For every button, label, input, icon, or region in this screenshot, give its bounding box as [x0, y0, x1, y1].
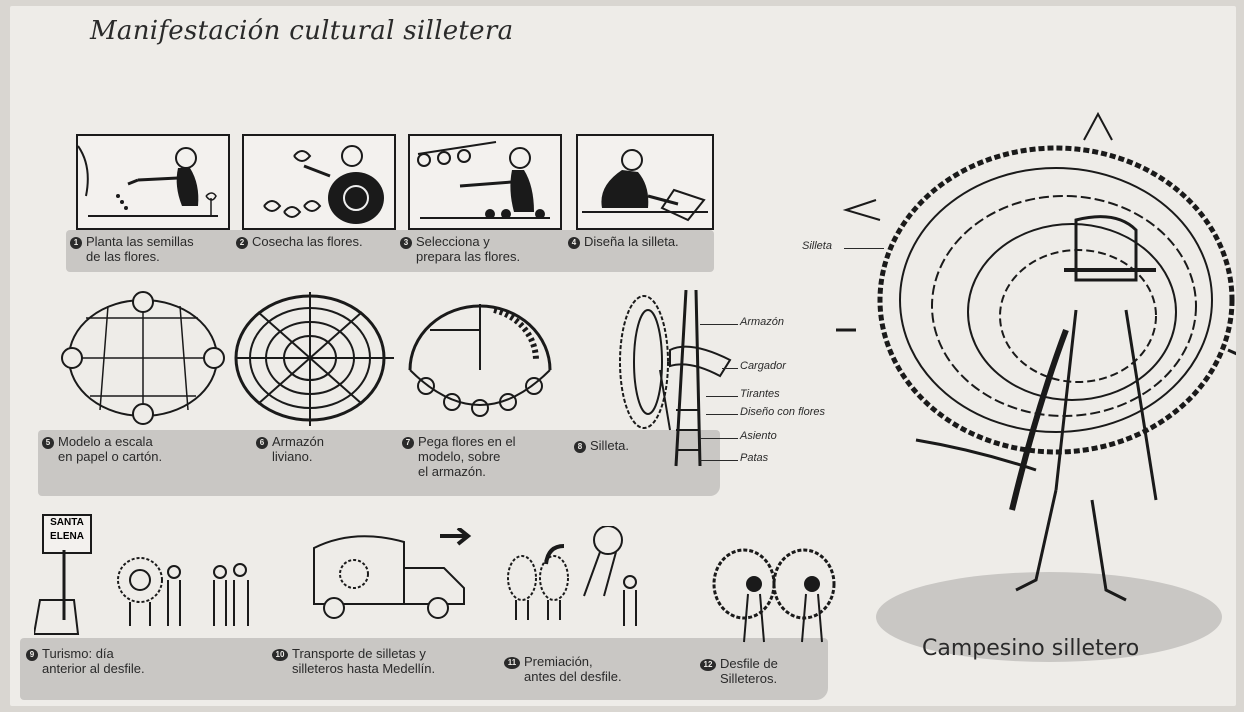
transport-truck-illustration [313, 528, 472, 619]
caption-line: Planta las semillas [86, 234, 194, 249]
caption-line: Armazón [272, 434, 325, 449]
step-number-3: 3 [400, 237, 412, 249]
caption-line: el armazón. [418, 464, 486, 479]
caption-line: Silleta. [590, 438, 630, 453]
caption-line: en papel o cartón. [58, 449, 163, 464]
figure-shadow [876, 572, 1222, 662]
flowers-on-model-illustration [408, 304, 552, 417]
caption-line: Silleteros. [720, 671, 778, 686]
caption-step-2: 2 Cosecha las flores. [236, 234, 363, 249]
parade-illustration [712, 548, 836, 643]
sign-line: ELENA [50, 531, 84, 542]
part-label-patas: Patas [740, 452, 769, 464]
part-label-cargador: Cargador [740, 360, 786, 372]
caption-step-3: 3 Selecciona y prepara las flores. [400, 234, 520, 264]
leader-line [706, 396, 738, 397]
panel-design [576, 134, 714, 230]
step-number-10: 10 [272, 649, 288, 661]
step-number-6: 6 [256, 437, 268, 449]
caption-line: Premiación, [524, 654, 593, 669]
caption-line: anterior al desfile. [42, 661, 145, 676]
frame-illustration [234, 292, 394, 426]
caption-line: Transporte de silletas y [292, 646, 426, 661]
design-silleta-illustration [582, 149, 708, 222]
caption-step-11: 11 Premiación, antes del desfile. [504, 654, 622, 684]
caption-line: Pega flores en el [418, 434, 516, 449]
step-number-11: 11 [504, 657, 520, 669]
step-number-8: 8 [574, 441, 586, 453]
awards-illustration [507, 526, 637, 626]
leader-line [700, 460, 738, 461]
caption-band-row3 [20, 638, 828, 700]
caption-band-row2 [38, 430, 720, 496]
leader-line [722, 368, 738, 369]
planting-illustration [77, 145, 218, 217]
caption-line: silleteros hasta Medellín. [292, 661, 436, 676]
leader-line [700, 438, 738, 439]
part-label-asiento: Asiento [740, 430, 777, 442]
part-label-diseno: Diseño con flores [740, 406, 825, 418]
caption-step-7: 7 Pega flores en el modelo, sobre el arma… [402, 434, 516, 479]
panel-harvest [242, 134, 396, 230]
step-number-5: 5 [42, 437, 54, 449]
caption-line: de las flores. [86, 249, 160, 264]
select-flowers-illustration [417, 141, 550, 219]
silleta-parts-illustration [619, 290, 732, 467]
textbook-page: Manifestación cultural silletera [10, 6, 1236, 706]
harvest-illustration [263, 145, 384, 224]
caption-step-10: 10 Transporte de silletas y silleteros ha… [272, 646, 435, 676]
step-number-12: 12 [700, 659, 716, 671]
santa-elena-sign: SANTA ELENA [42, 514, 92, 554]
scale-model-illustration [61, 291, 225, 425]
caption-line: antes del desfile. [524, 669, 622, 684]
leader-line [700, 324, 738, 325]
caption-step-9: 9 Turismo: día anterior al desfile. [26, 646, 145, 676]
caption-step-6: 6 Armazón liviano. [256, 434, 324, 464]
caption-step-4: 4 Diseña la silleta. [568, 234, 679, 249]
step-number-4: 4 [568, 237, 580, 249]
panel-planting [76, 134, 230, 230]
caption-line: Turismo: día [42, 646, 114, 661]
page-title: Manifestación cultural silletera [90, 16, 514, 46]
campesino-silletero-illustration [836, 111, 1236, 602]
step-number-9: 9 [26, 649, 38, 661]
step-number-2: 2 [236, 237, 248, 249]
caption-line: prepara las flores. [416, 249, 521, 264]
panel-select [408, 134, 562, 230]
caption-line: modelo, sobre [418, 449, 501, 464]
step-number-1: 1 [70, 237, 82, 249]
caption-line: liviano. [272, 449, 313, 464]
figure-label-silleta: Silleta [802, 240, 832, 252]
figure-caption: Campesino silletero [922, 636, 1140, 661]
leader-line [706, 414, 738, 415]
caption-step-12: 12 Desfile de Silleteros. [700, 656, 778, 686]
caption-line: Selecciona y [416, 234, 490, 249]
caption-step-1: 1 Planta las semillas de las flores. [70, 234, 194, 264]
part-label-armazon: Armazón [740, 316, 785, 328]
tourism-illustration [34, 550, 249, 635]
caption-line: Modelo a escala [58, 434, 153, 449]
caption-line: Diseña la silleta. [584, 234, 679, 249]
sign-line: SANTA [50, 517, 84, 528]
leader-line [844, 248, 884, 249]
part-label-tirantes: Tirantes [740, 388, 780, 400]
caption-line: Desfile de [720, 656, 778, 671]
caption-line: Cosecha las flores. [252, 234, 363, 249]
step-number-7: 7 [402, 437, 414, 449]
caption-band-row1 [66, 230, 714, 272]
caption-step-5: 5 Modelo a escala en papel o cartón. [42, 434, 162, 464]
caption-step-8: 8 Silleta. [574, 438, 629, 453]
